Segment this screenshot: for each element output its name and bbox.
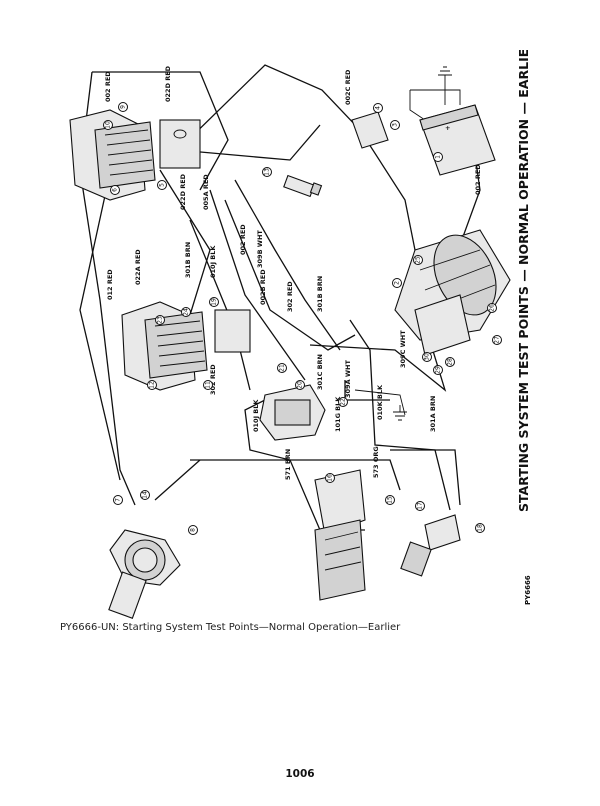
wire-label: 301B BRN xyxy=(316,276,324,312)
test-points: 1 2 3 4 5 6 7 8 9 10 11 12 13 14 15 16 1… xyxy=(103,102,502,535)
test-point-number: 28 xyxy=(447,358,454,366)
wire-label: 012 RED xyxy=(106,269,114,300)
test-point-number: 25 xyxy=(415,256,422,264)
wire-label: 573 ORG xyxy=(372,446,380,478)
wire-label: 101G BLK xyxy=(334,396,342,432)
test-point-number: 24 xyxy=(183,308,190,316)
wire-label: 301B BRN xyxy=(184,242,192,278)
wire-label: 002 RED xyxy=(239,224,247,255)
test-point-number: 9 xyxy=(120,105,127,109)
harness-connector xyxy=(314,469,366,601)
test-point-number: 22 xyxy=(340,398,347,406)
sensor xyxy=(283,174,323,198)
wire-label: 309A WHT xyxy=(344,360,352,398)
wire-label: 302 RED xyxy=(286,281,294,312)
wire-label: 022A RED xyxy=(134,249,142,285)
test-point-number: 29 xyxy=(435,366,442,374)
figure-code: PY6666 xyxy=(524,575,532,605)
test-point-number: 11 xyxy=(205,381,212,389)
starter-motor xyxy=(394,229,511,356)
wire-label: 010J BLK xyxy=(252,399,260,432)
wire-label: 022D RED xyxy=(164,65,172,102)
test-point-number: 18 xyxy=(477,524,484,532)
test-point-number: 15 xyxy=(387,496,394,504)
figure-title: STARTING SYSTEM TEST POINTS — NORMAL OPE… xyxy=(516,50,531,512)
svg-text:+: + xyxy=(445,124,450,132)
test-point-number: 13 xyxy=(264,168,271,176)
test-point-number: 20 xyxy=(297,381,304,389)
ground-symbols xyxy=(393,66,452,421)
wire-label: 571 BRN xyxy=(284,449,292,480)
test-point-number: 6 xyxy=(112,188,119,192)
page-number: 1006 xyxy=(285,768,315,780)
wire-label: 022D RED xyxy=(179,173,187,210)
test-point-number: 27 xyxy=(494,336,501,344)
test-point-number: 12 xyxy=(149,381,156,389)
safety-switch-upper xyxy=(351,111,389,149)
test-point-number: 8 xyxy=(190,528,197,532)
test-point-number: 7 xyxy=(115,498,122,502)
test-point-number: 5 xyxy=(159,183,166,187)
relay xyxy=(259,384,326,441)
wire-label: 010K BLK xyxy=(376,384,384,420)
fuse-block-lower xyxy=(121,301,251,391)
fuse-block-upper xyxy=(69,109,201,201)
wire-label: 002 RED xyxy=(104,71,112,102)
test-point-number: 30 xyxy=(424,353,431,361)
wire-label: 309B WHT xyxy=(256,230,264,268)
figure-caption: PY6666-UN: Starting System Test Points—N… xyxy=(60,622,401,633)
test-point-number: 23 xyxy=(157,316,164,324)
test-point-number: 10 xyxy=(105,121,112,129)
test-point-number: 4 xyxy=(375,106,382,110)
wire-label: 302 RED xyxy=(209,364,217,395)
test-point-number: 14 xyxy=(142,491,149,499)
battery: + xyxy=(419,104,496,176)
wire-label: 301A BRN xyxy=(429,396,437,432)
ignition-switch xyxy=(108,529,181,619)
test-point-number: 16 xyxy=(327,474,334,482)
wire-label: 010J BLK xyxy=(209,245,217,278)
pto-switch xyxy=(400,514,461,577)
wire-label: 002 RED xyxy=(474,164,482,195)
wire-label: 309C WHT xyxy=(399,330,407,368)
test-point-number: 3 xyxy=(392,123,399,127)
test-point-number: 2 xyxy=(394,281,401,285)
test-point-number: 17 xyxy=(417,502,424,510)
wiring-diagram: + 002 RED 022D RED 002C RED 022D RED 005… xyxy=(60,50,540,620)
test-point-number: 19 xyxy=(211,298,218,306)
wire-label: 002B RED xyxy=(259,269,267,305)
test-point-number: 26 xyxy=(489,304,496,312)
test-point-number: 21 xyxy=(279,364,286,372)
wire-label: 005A RED xyxy=(202,174,210,210)
wiring-diagram-svg: + 002 RED 022D RED 002C RED 022D RED 005… xyxy=(69,50,532,619)
wire-label: 301C BRN xyxy=(316,354,324,390)
wire-label: 002C RED xyxy=(344,69,352,105)
test-point-number: 1 xyxy=(435,155,442,159)
wire-labels: 002 RED 022D RED 002C RED 022D RED 005A … xyxy=(104,65,482,480)
